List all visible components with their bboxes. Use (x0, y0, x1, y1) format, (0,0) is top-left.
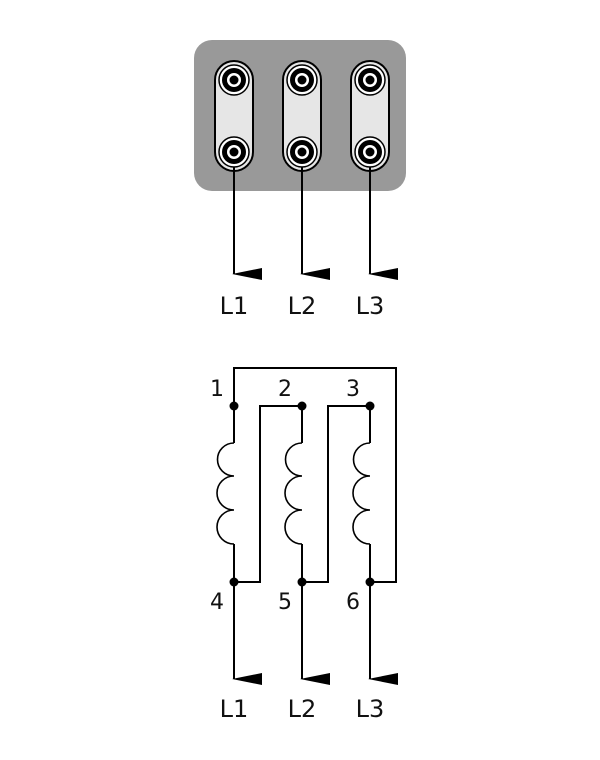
terminal-number-3: 3 (346, 377, 360, 402)
junction-dot-2 (297, 401, 307, 411)
terminal-number-1: 1 (210, 377, 224, 402)
winding-3-6 (352, 406, 371, 582)
terminal-box: L1 L2 L3 (194, 40, 406, 320)
line-label-top-2: L2 (288, 292, 317, 320)
terminal-screw-6 (354, 136, 386, 168)
terminal-screw-5 (286, 136, 318, 168)
terminal-screw-2 (286, 64, 318, 96)
terminal-screw-3 (354, 64, 386, 96)
coil-icon (284, 442, 303, 545)
winding-2-5 (284, 406, 303, 582)
junction-dot-1 (229, 401, 239, 411)
line-label-bottom-1: L1 (220, 695, 249, 723)
delta-wire-2-4 (234, 405, 302, 583)
delta-wire-1-6 (233, 367, 397, 583)
line-label-top-3: L3 (356, 292, 385, 320)
terminal-number-4: 4 (210, 590, 224, 615)
line-label-bottom-2: L2 (288, 695, 317, 723)
terminal-screw-1 (218, 64, 250, 96)
junction-dot-3 (365, 401, 375, 411)
terminal-link-2 (282, 60, 322, 172)
terminal-link-1 (214, 60, 254, 172)
delta-schematic: 1 2 3 4 5 6 L1 L2 L3 (210, 367, 398, 723)
line-label-bottom-3: L3 (356, 695, 385, 723)
line-label-top-1: L1 (220, 292, 249, 320)
terminal-number-2: 2 (278, 377, 292, 402)
terminal-number-5: 5 (278, 590, 292, 615)
coil-icon (352, 442, 371, 545)
coil-icon (216, 442, 235, 545)
terminal-link-3 (350, 60, 390, 172)
terminal-screw-4 (218, 136, 250, 168)
winding-1-4 (216, 406, 235, 582)
delta-wire-3-5 (302, 405, 370, 583)
terminal-number-6: 6 (346, 590, 360, 615)
